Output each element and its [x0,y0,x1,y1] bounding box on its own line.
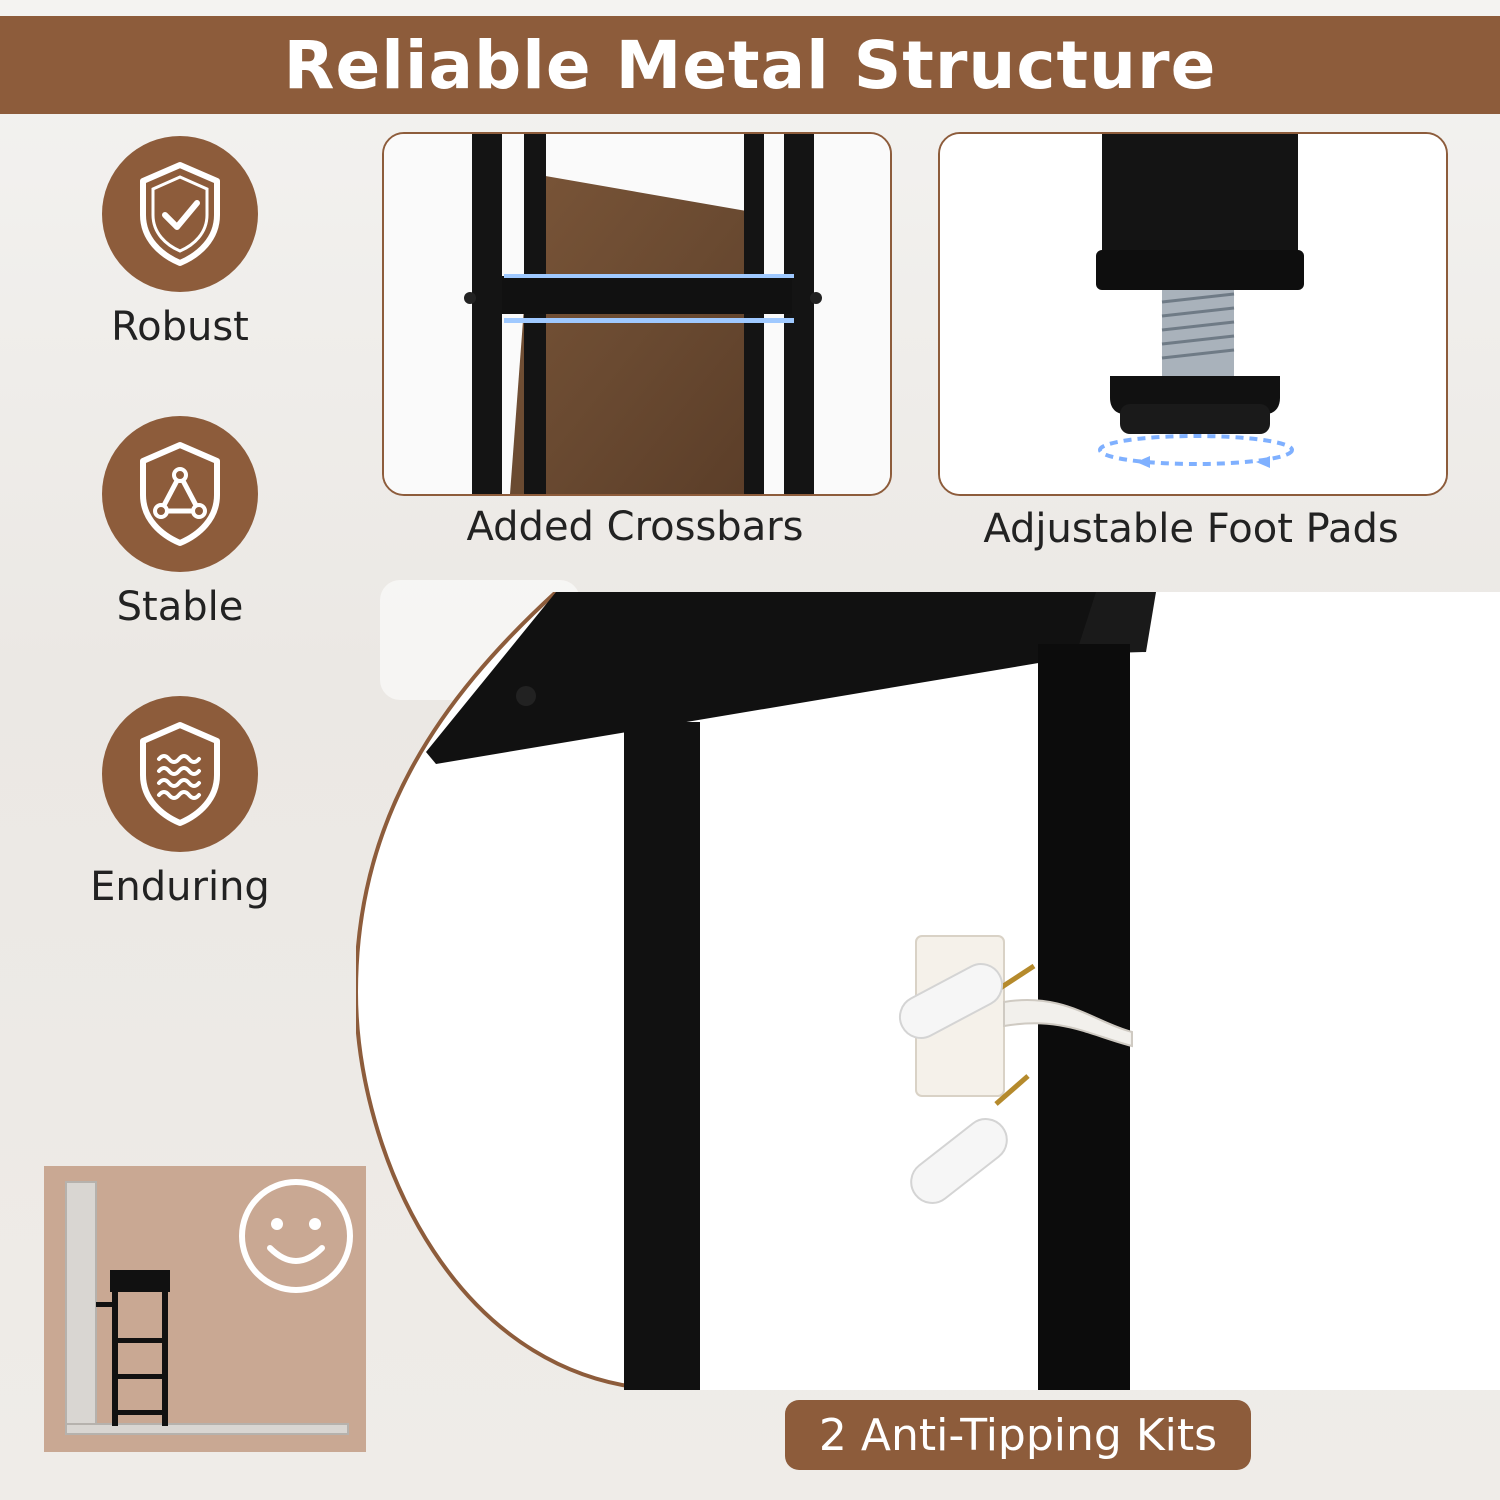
foot-pad-illustration [940,134,1446,494]
feature-robust: Robust [60,136,300,350]
anti-tipping-label: 2 Anti-Tipping Kits [818,1409,1218,1461]
shield-triangle-icon [140,442,220,546]
shield-waves-icon [140,722,220,826]
title-banner: Reliable Metal Structure [0,16,1500,114]
anti-tipping-badge: 2 Anti-Tipping Kits [785,1400,1251,1470]
shield-check-icon [140,162,220,266]
feature-stable: Stable [60,416,300,630]
feature-enduring: Enduring [60,696,300,910]
foot-pads-caption: Adjustable Foot Pads [983,506,1399,552]
feature-circle [102,416,258,572]
foot-pads-photo [938,132,1448,496]
anti-tipping-photo [356,592,1500,1390]
crossbars-photo [382,132,892,496]
crossbars-illustration [384,134,890,494]
feature-label: Robust [111,304,249,350]
feature-circle [102,136,258,292]
smiley-face-icon [239,1179,353,1293]
feature-label: Stable [116,584,244,630]
feature-circle [102,696,258,852]
crossbars-caption: Added Crossbars [466,504,804,550]
page-title: Reliable Metal Structure [283,26,1217,104]
wall-anchor-inset [44,1166,366,1452]
wall-anchor-illustration [44,1166,366,1452]
feature-label: Enduring [90,864,270,910]
anti-tipping-illustration [356,592,1500,1390]
